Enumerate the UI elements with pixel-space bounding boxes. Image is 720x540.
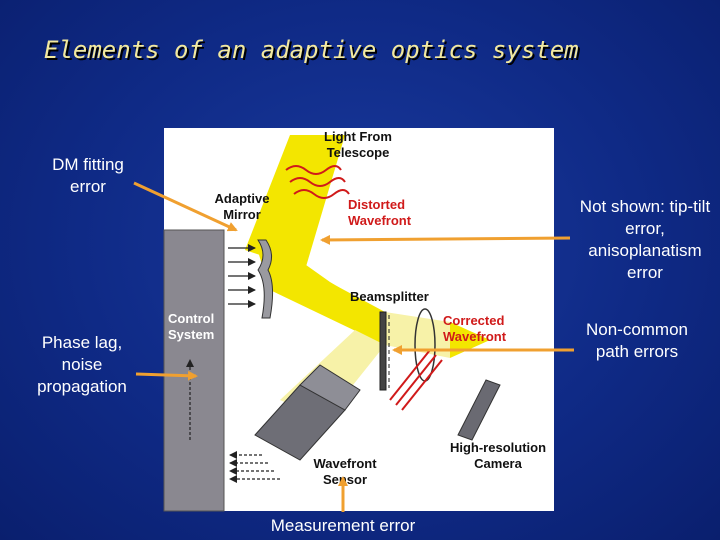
camera-plate bbox=[457, 379, 501, 441]
label-high-res-camera: High-resolution bbox=[450, 440, 546, 455]
label-corrected-wavefront: Corrected bbox=[443, 313, 504, 328]
adaptive-mirror bbox=[257, 239, 274, 319]
label-beamsplitter: Beamsplitter bbox=[350, 289, 429, 304]
note-measurement: Measurement error bbox=[270, 516, 416, 535]
note-non-common: Non-common path errors bbox=[585, 320, 689, 361]
label-wavefront-sensor: Wavefront bbox=[313, 456, 377, 471]
beamsplitter bbox=[379, 311, 387, 391]
incoming-beam bbox=[245, 135, 345, 270]
svg-text:Wavefront: Wavefront bbox=[443, 329, 507, 344]
label-distorted-wavefront: Distorted bbox=[348, 197, 405, 212]
corrected-wave-1 bbox=[389, 349, 431, 401]
arrow-dm-fitting bbox=[133, 181, 238, 232]
label-light-from: Light From bbox=[324, 129, 392, 144]
svg-text:Sensor: Sensor bbox=[323, 472, 367, 487]
svg-text:Camera: Camera bbox=[474, 456, 522, 471]
beam-to-splitter bbox=[255, 242, 385, 345]
svg-text:Wavefront: Wavefront bbox=[348, 213, 412, 228]
note-phase-lag: Phase lag, noise propagation bbox=[37, 333, 127, 396]
distorted-wave-1 bbox=[285, 165, 342, 175]
label-adaptive-mirror: Adaptive bbox=[215, 191, 270, 206]
svg-text:Telescope: Telescope bbox=[327, 145, 390, 160]
control-system-box bbox=[163, 229, 225, 512]
label-control-system: Control bbox=[168, 311, 214, 326]
svg-text:Mirror: Mirror bbox=[223, 207, 261, 222]
slide-title: Elements of an adaptive optics system bbox=[44, 36, 579, 64]
arrow-phase-lag bbox=[135, 370, 198, 381]
note-not-shown: Not shown: tip-tilt error, anisoplanatis… bbox=[579, 197, 711, 282]
note-dm-fitting: DM fitting error bbox=[52, 155, 124, 196]
svg-text:System: System bbox=[168, 327, 214, 342]
arrow-not-shown bbox=[320, 234, 571, 245]
